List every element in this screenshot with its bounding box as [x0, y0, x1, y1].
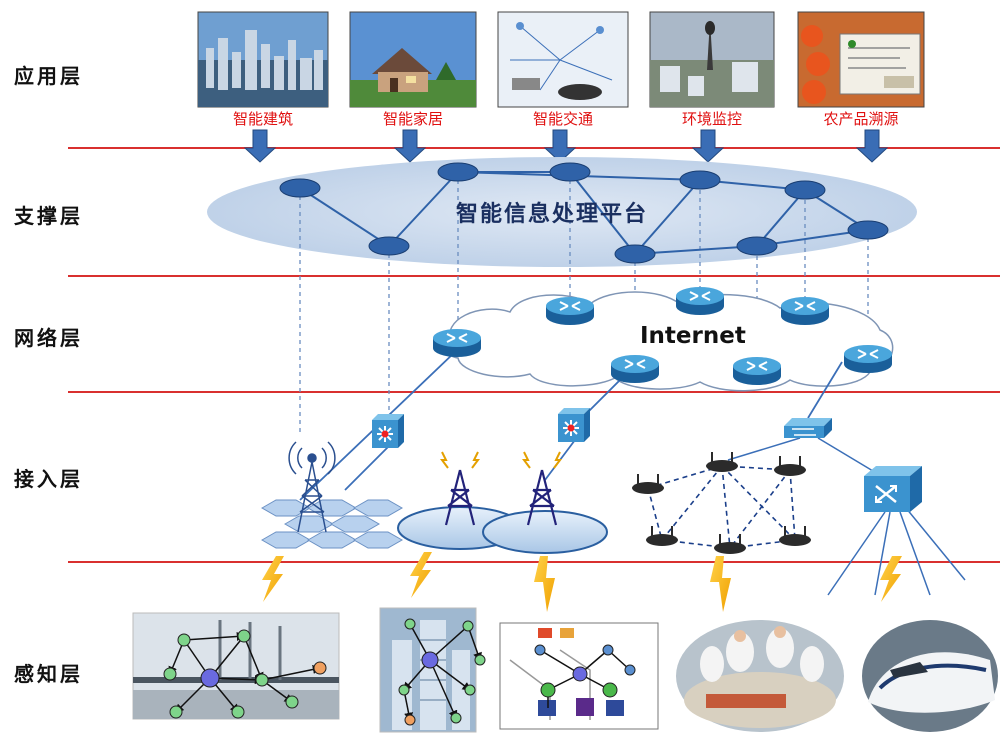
- router-icon: [676, 287, 724, 315]
- high-speed-train-photo: [862, 620, 998, 732]
- down-arrow-icon: [393, 129, 427, 163]
- router-icon: [433, 329, 481, 357]
- down-arrow-icon: [243, 129, 277, 163]
- app-label-smart-traffic: 智能交通: [532, 110, 593, 128]
- platform-label: 智能信息处理平台: [456, 202, 649, 227]
- internet-label: Internet: [640, 323, 746, 349]
- smart-home-photo: [349, 11, 477, 108]
- down-arrow-icon: [855, 129, 889, 163]
- layer-label-access: 接入层: [14, 467, 83, 491]
- lightning-bolt-icon: [880, 556, 902, 602]
- router-icon: [781, 297, 829, 325]
- building-sensor-network-photo: [379, 607, 477, 733]
- ethernet-switch-icon: [784, 418, 832, 438]
- app-label-environment-monitoring: 环境监控: [681, 110, 742, 128]
- app-label-smart-building: 智能建筑: [232, 110, 293, 128]
- access-links: [727, 437, 966, 596]
- atm-switch-icon: [864, 466, 922, 512]
- down-arrow-icon: [543, 129, 577, 163]
- access-switch-icon: [372, 414, 404, 448]
- app-label-smart-home: 智能家居: [382, 110, 443, 128]
- bridge-sensor-network-photo: [132, 612, 340, 720]
- lightning-bolt-icon: [534, 556, 555, 612]
- cell-coverage: [482, 510, 608, 554]
- router-icon: [844, 345, 892, 373]
- layer-label-support: 支撑层: [14, 204, 83, 228]
- building-sensor-graph: [398, 618, 486, 726]
- food-factory-photo: [676, 620, 844, 732]
- lab-sensor-graph: [534, 644, 636, 708]
- lightning-bolt-icon: [710, 556, 731, 612]
- layer-label-perception: 感知层: [14, 662, 83, 686]
- router-icon: [546, 297, 594, 325]
- agri-traceability-photo: [797, 11, 925, 108]
- router-icon: [611, 355, 659, 383]
- cell-tower-icon: [440, 451, 480, 526]
- radio-tower-icon: [288, 441, 336, 533]
- router-icon: [733, 357, 781, 385]
- smart-building-photo: [197, 11, 329, 108]
- layer-label-network: 网络层: [14, 326, 83, 350]
- bridge-sensor-graph: [163, 629, 327, 719]
- access-switch-icon: [558, 408, 590, 442]
- down-arrow-icon: [691, 129, 725, 163]
- lightning-bolt-icon: [410, 552, 432, 598]
- smart-traffic-photo: [497, 11, 629, 108]
- platform-nodes: [279, 162, 889, 264]
- wireless-ap-icon: [632, 452, 811, 554]
- hexagon-cluster: [260, 499, 404, 549]
- cell-tower-icon: [522, 451, 562, 526]
- app-label-agri-traceability: 农产品溯源: [823, 110, 899, 128]
- environment-monitoring-photo: [649, 11, 775, 108]
- layer-label-application: 应用层: [14, 64, 83, 88]
- lightning-bolt-icon: [262, 556, 284, 602]
